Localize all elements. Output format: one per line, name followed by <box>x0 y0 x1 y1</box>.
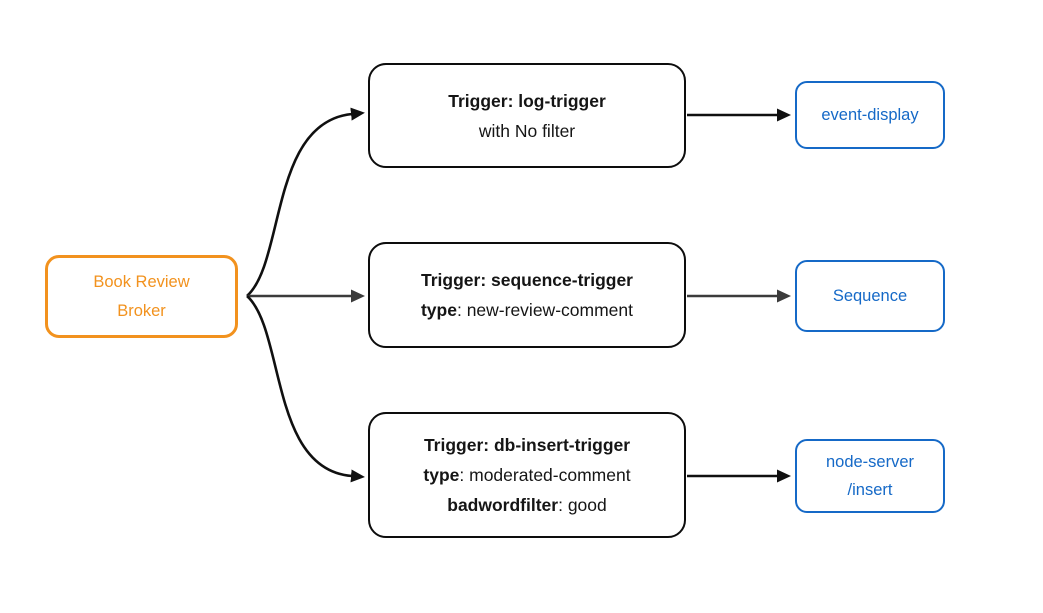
trigger-title: Trigger: sequence-trigger <box>421 270 633 290</box>
target-label: event-display <box>821 106 919 124</box>
target-node-event-display: event-display <box>795 81 945 149</box>
target-label: Sequence <box>832 287 908 305</box>
target-label-line2: /insert <box>847 481 893 499</box>
trigger-filter-line-type: type: moderated-comment <box>423 465 631 485</box>
broker-label-line1: Book Review <box>93 272 190 291</box>
target-node-node-server-insert: node-server /insert <box>795 439 945 513</box>
broker-label-line2: Broker <box>117 301 166 320</box>
trigger-node-log-trigger: Trigger: log-trigger with No filter <box>368 63 686 168</box>
trigger-filter-line: type: new-review-comment <box>420 300 633 320</box>
target-node-sequence: Sequence <box>795 260 945 332</box>
trigger-title: Trigger: log-trigger <box>448 90 606 111</box>
trigger-node-db-insert-trigger: Trigger: db-insert-trigger type: moderat… <box>368 412 686 538</box>
trigger-node-sequence-trigger: Trigger: sequence-trigger type: new-revi… <box>368 242 686 348</box>
broker-node: Book Review Broker <box>45 255 238 338</box>
edge-broker-to-log-trigger <box>246 107 365 297</box>
trigger-title: Trigger: db-insert-trigger <box>423 435 631 455</box>
trigger-filter-line-badwordfilter: badwordfilter: good <box>447 495 607 515</box>
target-label-line1: node-server <box>825 453 915 471</box>
trigger-filter-line: with No filter <box>478 120 576 141</box>
edge-broker-to-db-insert-trigger <box>246 295 365 483</box>
